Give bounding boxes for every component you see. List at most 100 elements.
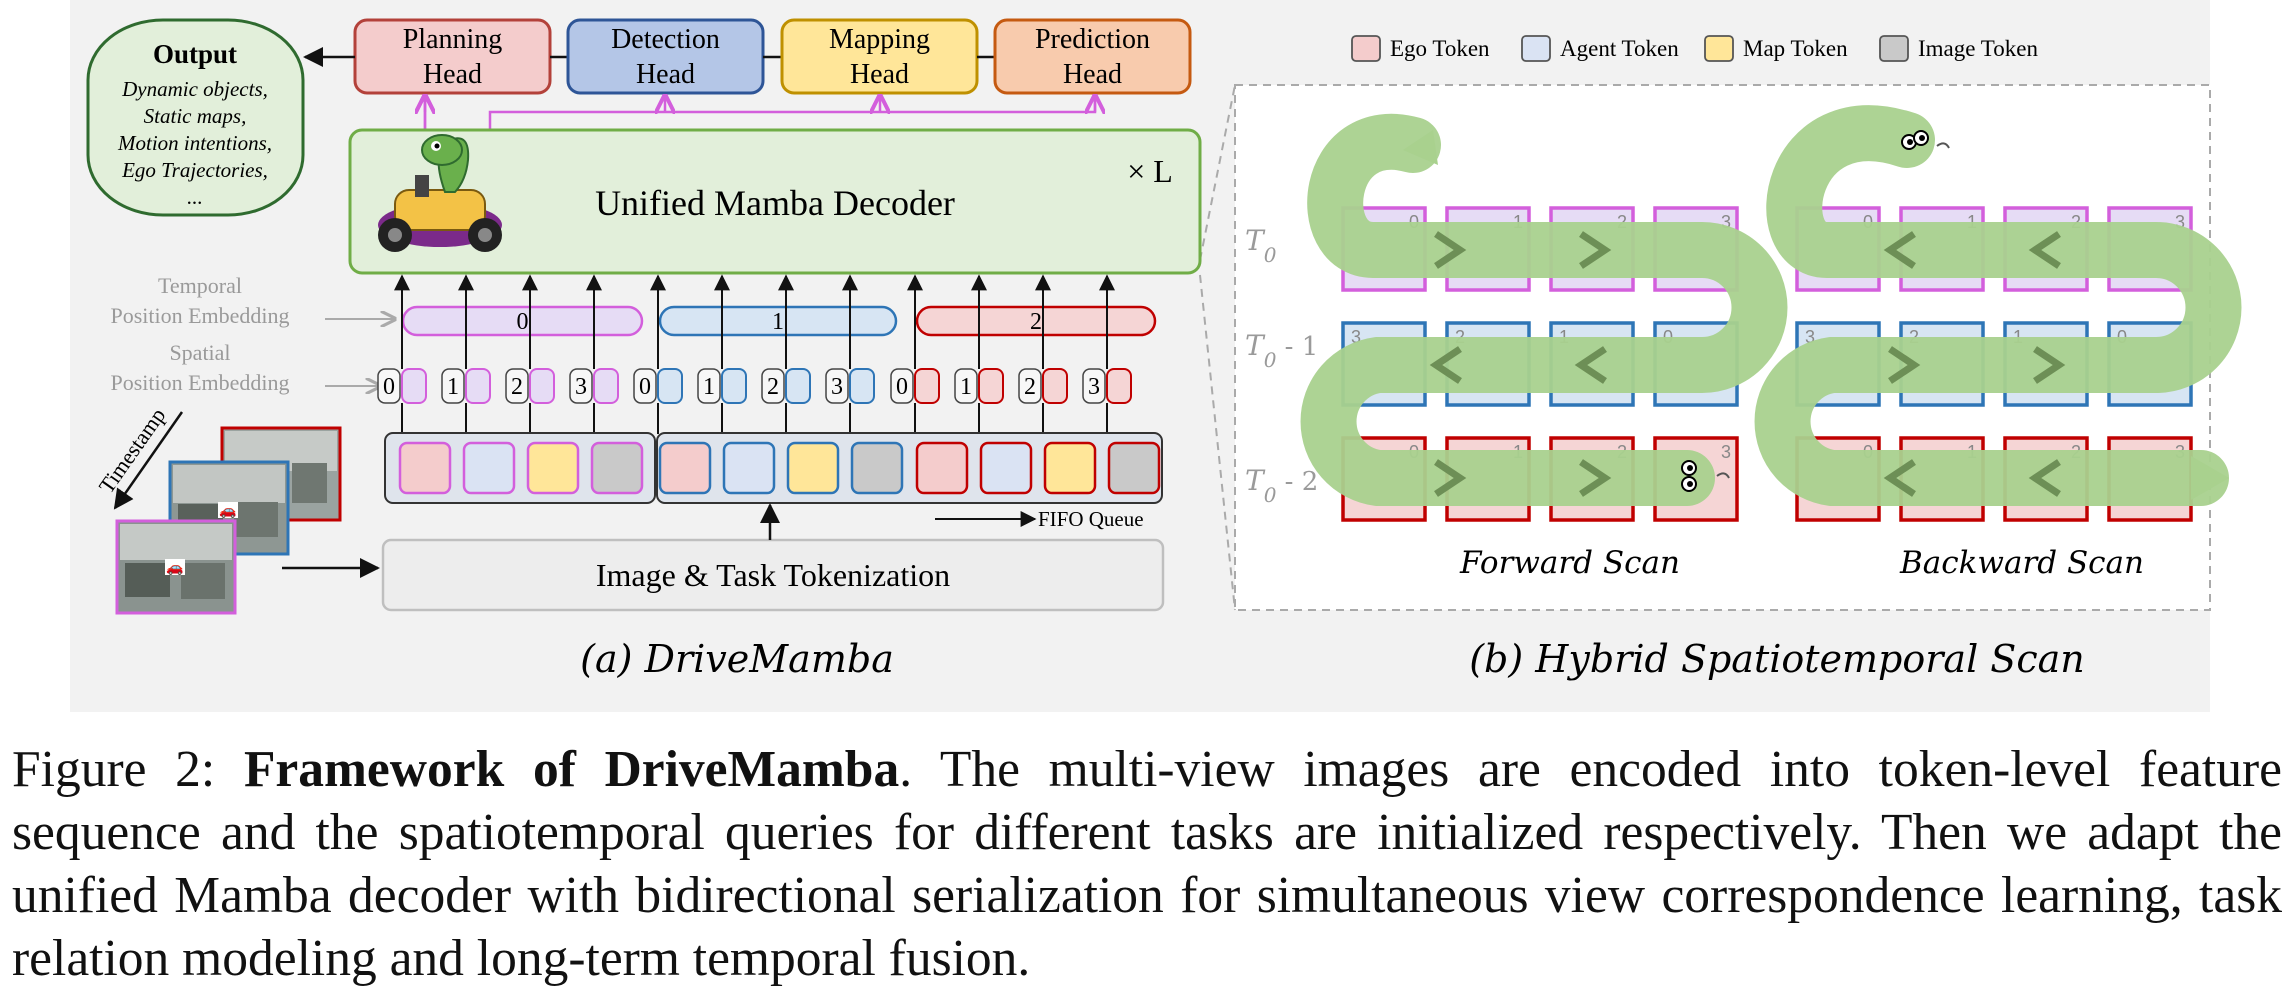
scan-direction-chevron	[2033, 346, 2066, 384]
feature-token	[850, 441, 904, 495]
spatial-embedding-pill	[465, 368, 491, 404]
subcaption-a: (a) DriveMamba	[580, 637, 894, 681]
scan-direction-chevron	[2028, 231, 2061, 269]
scan-direction-chevron	[1888, 346, 1921, 384]
head-label-line1: Mapping	[829, 24, 930, 55]
spatial-index: 3	[1088, 374, 1100, 400]
head-label-line2: Head	[1063, 59, 1122, 90]
snake-tongue	[1716, 472, 1730, 479]
output-line: Ego Trajectories,	[121, 158, 268, 182]
output-line: ...	[187, 185, 203, 209]
feature-token	[1107, 441, 1161, 495]
figure-caption: Figure 2: Framework of DriveMamba. The m…	[12, 738, 2282, 990]
fifo-label: FIFO Queue	[1038, 507, 1144, 531]
svg-text:🚗: 🚗	[219, 504, 236, 519]
cell-index: 3	[2175, 212, 2185, 232]
scan-direction-chevron	[1579, 459, 1612, 497]
temporal-embedding-pill	[658, 305, 898, 337]
spatial-index-box	[825, 368, 849, 404]
decoder-to-heads-connectors	[425, 95, 1095, 130]
decoder-repeat: × L	[1127, 153, 1173, 189]
legend-swatch	[1879, 35, 1909, 62]
spatial-index: 2	[1024, 374, 1036, 400]
head-label-line2: Head	[850, 59, 909, 90]
scan-direction-chevron	[1434, 231, 1467, 269]
spatial-embedding-label-1: Spatial	[169, 340, 230, 365]
scan-direction-chevron	[1574, 346, 1607, 384]
spatial-embedding-label-2: Position Embedding	[110, 370, 289, 395]
spatial-index-box	[1082, 368, 1106, 404]
feature-token	[1043, 441, 1097, 495]
snake-tail	[1403, 130, 1438, 165]
spatial-embedding-pill	[721, 368, 747, 404]
cell-index: 3	[1721, 442, 1731, 462]
temporal-index: 1	[772, 309, 784, 335]
legend-label: Image Token	[1918, 36, 2038, 61]
unified-mamba-decoder: Unified Mamba Decoder × L	[348, 128, 1202, 275]
multi-view-images: 🚗 🚗	[115, 426, 342, 615]
feature-token	[722, 441, 776, 495]
output-line: Dynamic objects,	[121, 77, 268, 101]
snake-tail	[2191, 456, 2229, 500]
scan-direction-chevron	[1579, 231, 1612, 269]
token-sequence	[384, 432, 1163, 504]
output-lines: Dynamic objects, Static maps, Motion inten…	[117, 77, 272, 209]
caption-text: . The multi-view images are encoded into…	[12, 741, 2282, 987]
feature-token	[915, 441, 969, 495]
spatial-index-box	[954, 368, 978, 404]
cell-index: 3	[1721, 212, 1731, 232]
legend-swatch	[1351, 35, 1381, 62]
caption-bold: Framework of DriveMamba	[243, 741, 900, 798]
temporal-index: 0	[517, 309, 529, 335]
spatial-embedding-pill	[593, 368, 619, 404]
head-label-line1: Detection	[611, 24, 720, 55]
head-label-line1: Planning	[403, 24, 503, 55]
spatial-index: 0	[639, 374, 651, 400]
head-label-line1: Prediction	[1035, 24, 1150, 55]
scan-direction-chevron	[1883, 231, 1916, 269]
scan-direction-chevron	[1434, 459, 1467, 497]
snake-tongue	[1936, 142, 1950, 149]
zoom-line-top	[1199, 84, 1236, 261]
backward-scan-label: Backward Scan	[1899, 545, 2144, 581]
zoom-line-bottom	[1199, 274, 1236, 611]
legend-swatch	[1521, 35, 1551, 62]
temporal-embedding-label-1: Temporal	[158, 273, 242, 298]
feature-token	[526, 441, 580, 495]
spatial-embedding-pill	[978, 368, 1004, 404]
timestamp-arrow	[113, 411, 184, 510]
feature-token	[590, 441, 644, 495]
spatial-embedding-pill	[401, 368, 427, 404]
spatial-index-box	[890, 368, 914, 404]
spatial-index: 2	[511, 374, 523, 400]
feature-token	[979, 441, 1033, 495]
spatial-index-box	[441, 368, 465, 404]
scan-direction-chevron	[1883, 459, 1916, 497]
cell-index: 3	[1351, 327, 1361, 347]
token-group-1: 1 0 1 2 3	[633, 274, 898, 434]
framework-diagram: Output Dynamic objects,Static maps,Motio…	[70, 0, 2242, 712]
head-label-line2: Head	[636, 59, 695, 90]
output-line: Motion intentions,	[117, 131, 272, 155]
spatial-index: 3	[831, 374, 843, 400]
spatial-index: 1	[703, 374, 715, 400]
row-label: T0	[1245, 224, 1277, 267]
temporal-embedding-label-2: Position Embedding	[110, 303, 289, 328]
feature-token	[786, 441, 840, 495]
output-line: Static maps,	[144, 104, 247, 128]
snake-path	[1300, 114, 1788, 506]
spatial-embedding-pill	[529, 368, 555, 404]
forward-scan-label: Forward Scan	[1459, 545, 1680, 581]
spatial-index: 2	[767, 374, 779, 400]
legend-label: Ego Token	[1390, 36, 1490, 61]
spatial-index-box	[697, 368, 721, 404]
output-node: Output Dynamic objects,Static maps,Motio…	[86, 18, 305, 217]
temporal-embedding-pill	[915, 305, 1157, 337]
